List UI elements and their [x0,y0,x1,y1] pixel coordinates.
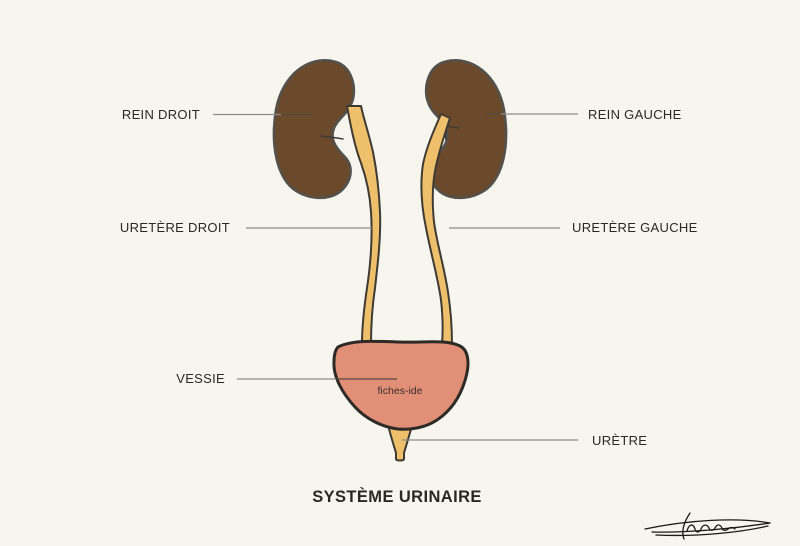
vessie-shape [332,339,470,431]
page-title: SYSTÈME URINAIRE [312,488,482,506]
label-uretere-droit: URETÈRE DROIT [119,220,230,235]
signature-swash-top [644,519,771,530]
rein-droit-hilum-crease [320,135,344,140]
label-uretere-gauche: URETÈRE GAUCHE [572,220,698,235]
signature-letters-scribble [686,524,736,533]
watermark-text: fiches-ide [377,385,423,397]
leader-lines [213,113,578,441]
label-vessie: VESSIE [176,371,225,386]
label-rein-droit: REIN DROIT [121,107,200,122]
signature-tall-stroke [682,512,691,540]
label-uretre: URÈTRE [592,433,648,448]
signature-swash-lower [655,525,769,537]
signature-scribble [644,512,771,540]
label-rein-gauche: REIN GAUCHE [588,107,682,122]
